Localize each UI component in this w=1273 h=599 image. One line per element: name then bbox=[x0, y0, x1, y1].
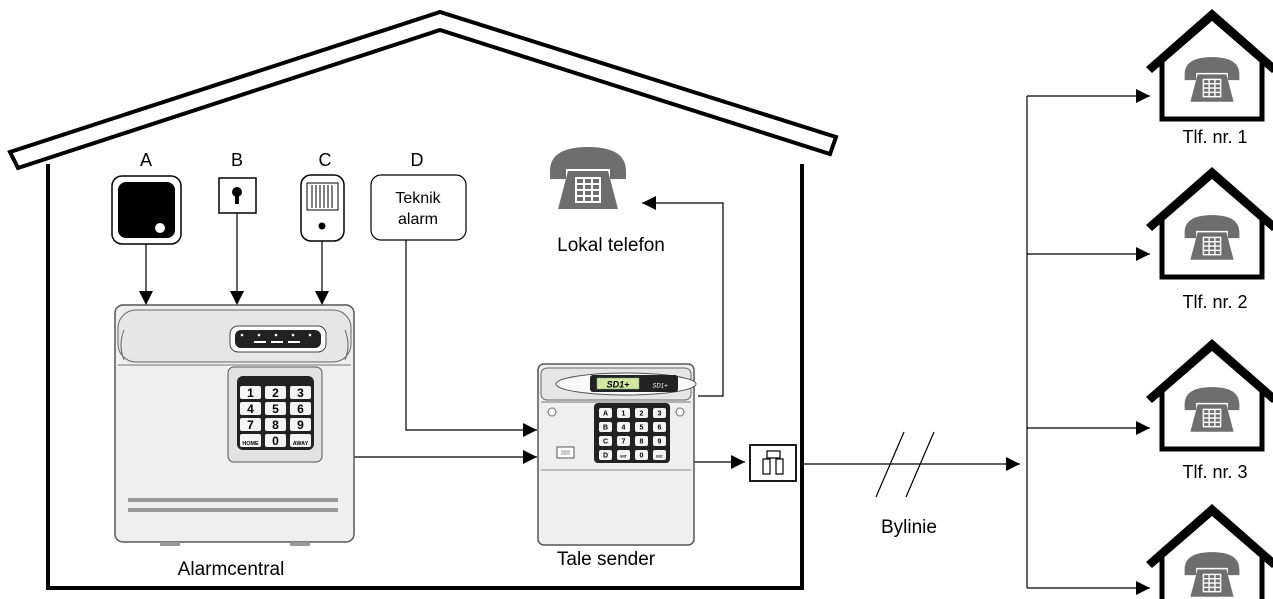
keypad-key-label: 8 bbox=[272, 418, 279, 432]
technical-alarm-box bbox=[370, 174, 467, 241]
house-outline bbox=[7, 9, 839, 590]
keypad-key bbox=[617, 436, 630, 446]
keypad-key bbox=[635, 450, 648, 460]
keypad-key-label: 0 bbox=[272, 434, 279, 448]
local-phone-label: Lokal telefon bbox=[557, 235, 665, 256]
keypad-key bbox=[617, 450, 630, 460]
keypad-key-label: 5 bbox=[272, 402, 279, 416]
alarm-central-label: Alarmcentral bbox=[178, 559, 285, 580]
recipient-3-label: Tlf. nr. 3 bbox=[1182, 462, 1247, 482]
sensor-c-label: C bbox=[319, 150, 332, 170]
recipient-2-house-icon bbox=[1146, 167, 1273, 277]
local-phone: Lokal telefon bbox=[550, 147, 665, 256]
keypad-key-label: 0 bbox=[640, 453, 644, 460]
dialer-brand: SD1+ bbox=[652, 384, 668, 390]
keypad-key bbox=[290, 386, 311, 399]
recipient-4-house-icon bbox=[1146, 504, 1273, 599]
keypad-key bbox=[265, 402, 286, 415]
recipient-3-house-icon bbox=[1146, 339, 1273, 449]
line-label: Bylinie bbox=[881, 517, 937, 538]
keypad-key bbox=[290, 402, 311, 415]
sensor-b: B bbox=[218, 150, 257, 214]
keypad-key bbox=[240, 402, 261, 415]
sensor-d-label: D bbox=[411, 150, 424, 170]
recipient-1: Tlf. nr. 1 bbox=[1146, 9, 1273, 147]
technical-alarm-line1: Teknik bbox=[395, 190, 441, 207]
keypad-key bbox=[635, 436, 648, 446]
keypad-key bbox=[599, 422, 612, 432]
keypad-key-label: 4 bbox=[622, 425, 626, 432]
keypad-key bbox=[599, 436, 612, 446]
sensor-c: C bbox=[300, 150, 345, 242]
keypad-key bbox=[599, 408, 612, 418]
keypad-key bbox=[599, 450, 612, 460]
keypad-key-label: 2 bbox=[640, 411, 644, 418]
keypad-key-label: A bbox=[603, 411, 608, 418]
keypad-key-label: AWAY bbox=[293, 441, 309, 447]
recipient-1-label: Tlf. nr. 1 bbox=[1182, 127, 1247, 147]
keypad-key bbox=[617, 408, 630, 418]
keypad-key-label: ENT bbox=[620, 455, 626, 459]
recipient-2: Tlf. nr. 2 bbox=[1146, 167, 1273, 312]
keypad-key-label: 5 bbox=[640, 425, 644, 432]
keypad-key-label: 2 bbox=[272, 386, 279, 400]
keypad-key-label: D bbox=[603, 453, 608, 460]
local-phone-icon bbox=[550, 147, 626, 209]
keypad-key bbox=[265, 434, 286, 447]
speech-dialer-label: Tale sender bbox=[557, 549, 656, 570]
keypad-key bbox=[653, 436, 666, 446]
dialer-display: SD1+ bbox=[607, 380, 631, 390]
keypad-key bbox=[635, 408, 648, 418]
keypad-key bbox=[240, 386, 261, 399]
keypad-key bbox=[653, 408, 666, 418]
keypad-key bbox=[653, 422, 666, 432]
phone-socket-icon bbox=[749, 444, 797, 482]
recipient-2-label: Tlf. nr. 2 bbox=[1182, 292, 1247, 312]
keypad-key-label: 6 bbox=[658, 425, 662, 432]
keypad-key-label: 3 bbox=[658, 411, 662, 418]
dialer-keypad: A 1 2 3B 4 5 6C 7 8 9D ENT 0 ESC bbox=[599, 408, 666, 460]
sensor-a: A bbox=[111, 150, 182, 245]
sensor-d: D Teknik alarm bbox=[370, 150, 467, 241]
keypad-key bbox=[290, 418, 311, 431]
keypad-key-label: B bbox=[603, 425, 608, 432]
sensor-b-label: B bbox=[231, 150, 243, 170]
keypad-key-label: 9 bbox=[297, 418, 304, 432]
keypad-key-label: 8 bbox=[640, 439, 644, 446]
keypad-key bbox=[265, 418, 286, 431]
keypad-key-label: ESC bbox=[656, 455, 663, 459]
sensor-a-label: A bbox=[140, 150, 152, 170]
keypad-key bbox=[240, 434, 261, 447]
recipient-3: Tlf. nr. 3 bbox=[1146, 339, 1273, 482]
keypad-key-label: HOME bbox=[242, 441, 259, 447]
recipient-1-house-icon bbox=[1146, 9, 1273, 119]
recipient-4 bbox=[1146, 504, 1273, 599]
keypad-key bbox=[653, 450, 666, 460]
keypad-key-label: 6 bbox=[297, 402, 304, 416]
keypad-key-label: 7 bbox=[622, 439, 626, 446]
keypad-key bbox=[290, 434, 311, 447]
speech-dialer: SD1+ SD1+ A 1 2 3B 4 5 6C 7 8 9D ENT 0 ESC Tale send… bbox=[537, 363, 697, 570]
keypad-key-label: 7 bbox=[247, 418, 254, 432]
keypad-key bbox=[635, 422, 648, 432]
technical-alarm-line2: alarm bbox=[398, 211, 438, 228]
keypad-key bbox=[265, 386, 286, 399]
keypad-key-label: 3 bbox=[297, 386, 304, 400]
keypad-key-label: 9 bbox=[658, 439, 662, 446]
connection-lines bbox=[139, 89, 1150, 595]
keypad-key-label: 4 bbox=[247, 402, 254, 416]
keypad-key-label: C bbox=[603, 439, 608, 446]
keypad-key bbox=[617, 422, 630, 432]
keypad-key-label: 1 bbox=[247, 386, 254, 400]
keypad-key-label: 1 bbox=[622, 411, 626, 418]
keypad-key bbox=[240, 418, 261, 431]
